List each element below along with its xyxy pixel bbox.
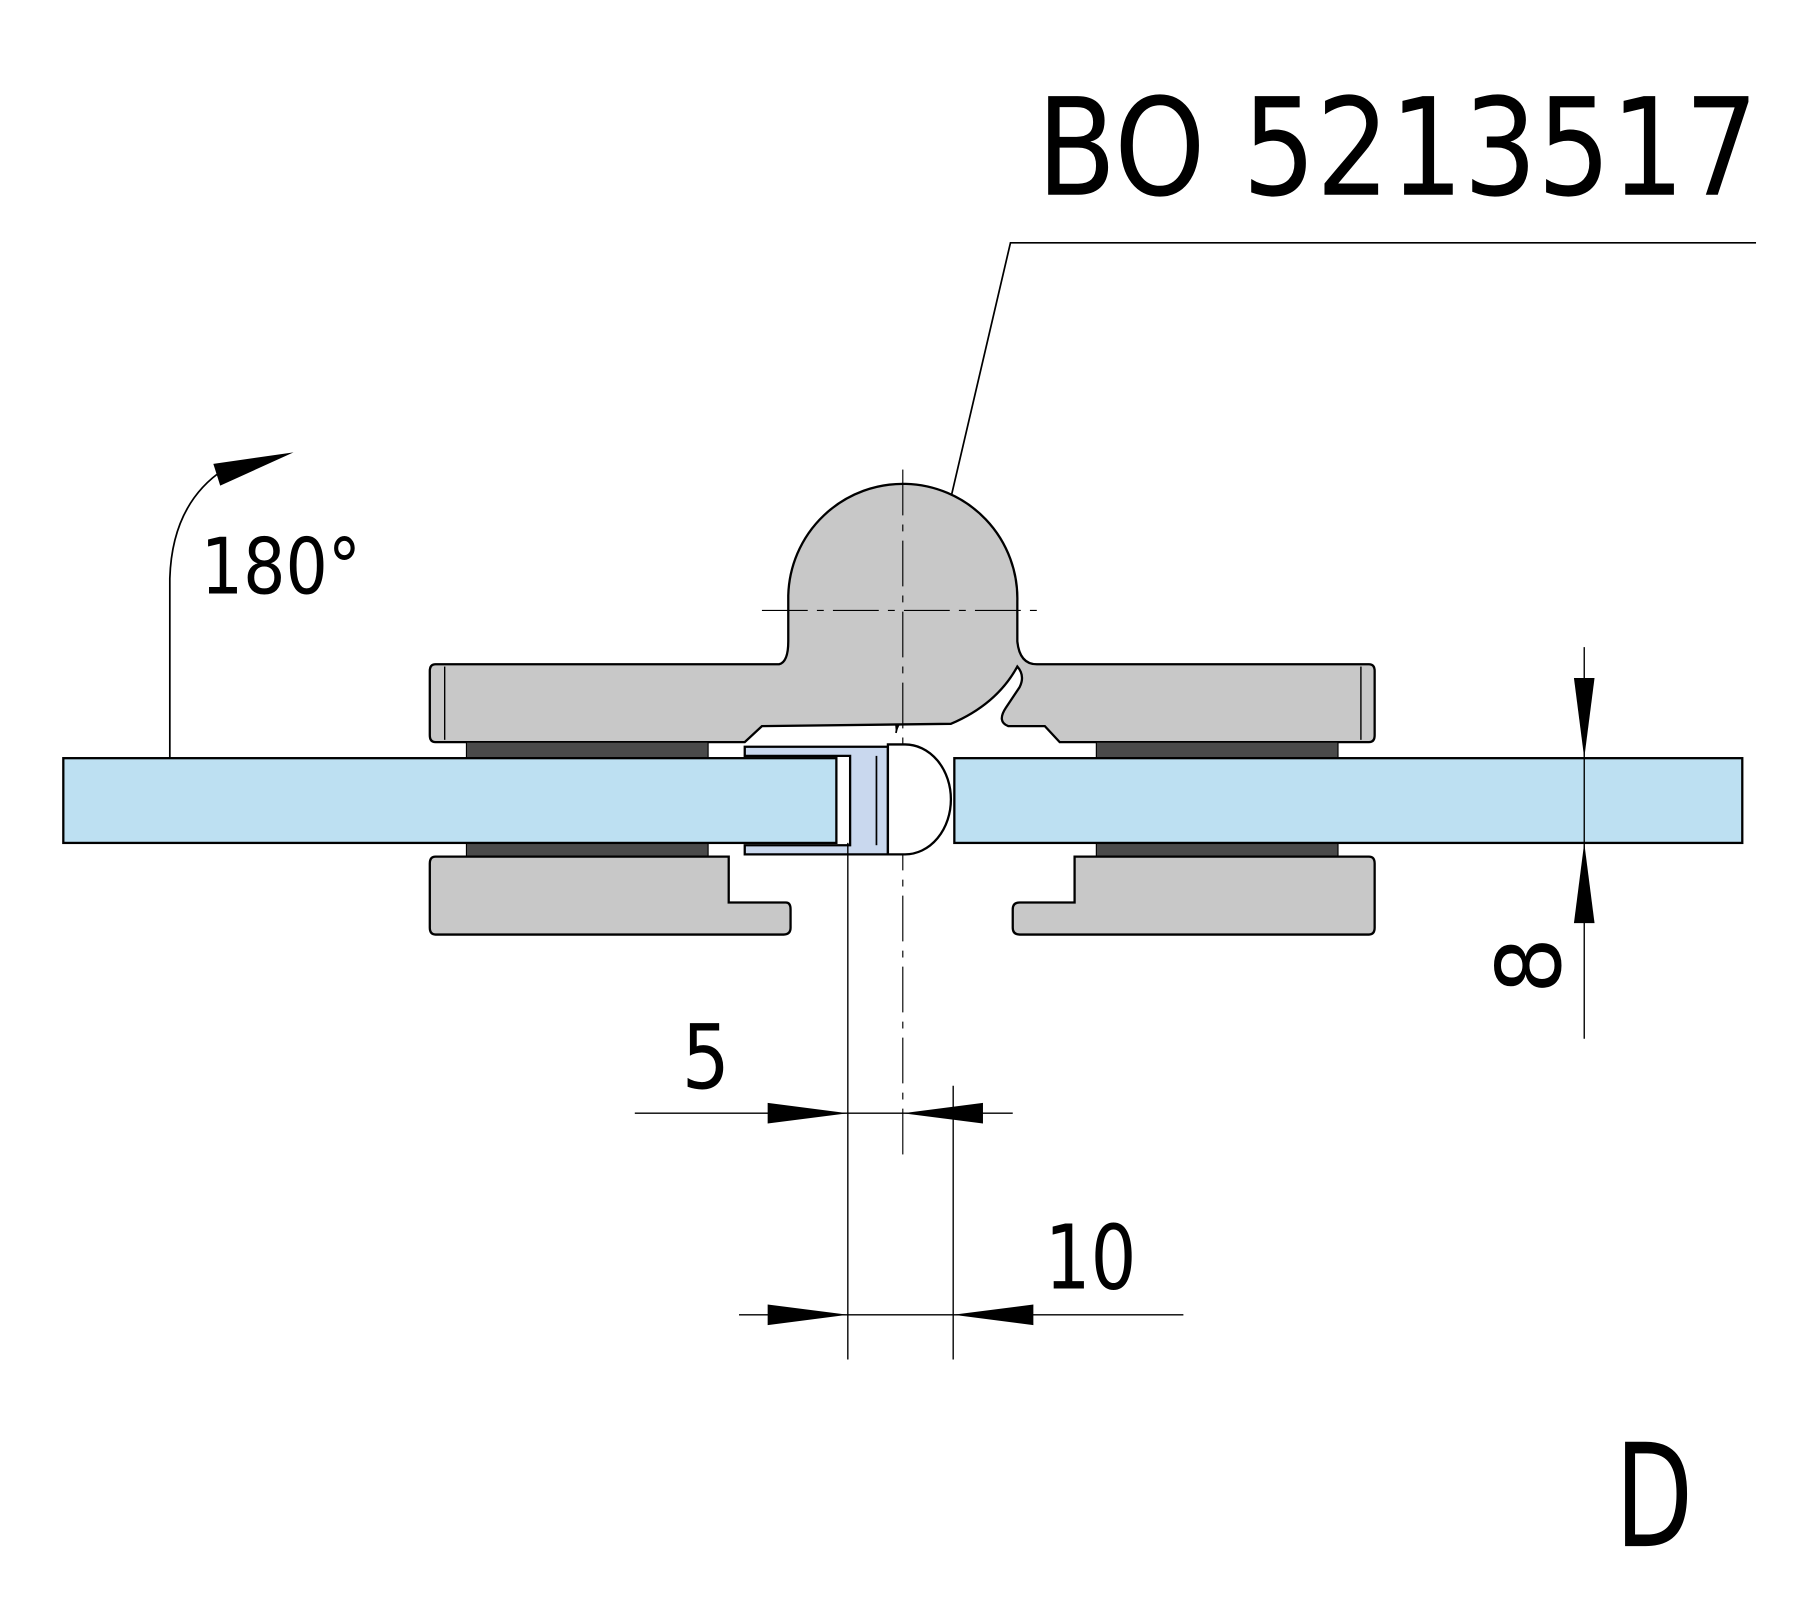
rotation-arc: [168, 468, 225, 759]
dimension-label-gap: 5: [682, 1006, 730, 1110]
gasket: [1095, 842, 1339, 858]
dimension-arrow: [767, 1304, 848, 1326]
gasket: [1095, 741, 1339, 759]
gasket: [465, 741, 709, 759]
lower-hinge-plate-right: [1011, 855, 1376, 936]
dimension-label-thickness: 8: [1478, 937, 1582, 994]
dimension-arrow: [953, 1304, 1034, 1326]
seal-bulb: [886, 743, 953, 856]
lower-hinge-plate-left: [428, 855, 792, 936]
dimension-arrow: [902, 1102, 983, 1124]
angle-label: 180°: [201, 522, 361, 612]
dimension-arrow: [767, 1102, 848, 1124]
rotation-arrowhead: [213, 452, 294, 486]
view-letter: D: [1615, 1413, 1693, 1580]
part-number-title: BO 5213517: [1037, 70, 1759, 227]
dimension-arrow: [1573, 678, 1595, 759]
glass-panel-left: [62, 757, 838, 845]
dimension-arrow: [1573, 842, 1595, 924]
gasket: [465, 842, 709, 858]
glass-panel-right: [953, 757, 1744, 845]
dimension-label-overall: 10: [1045, 1206, 1137, 1310]
